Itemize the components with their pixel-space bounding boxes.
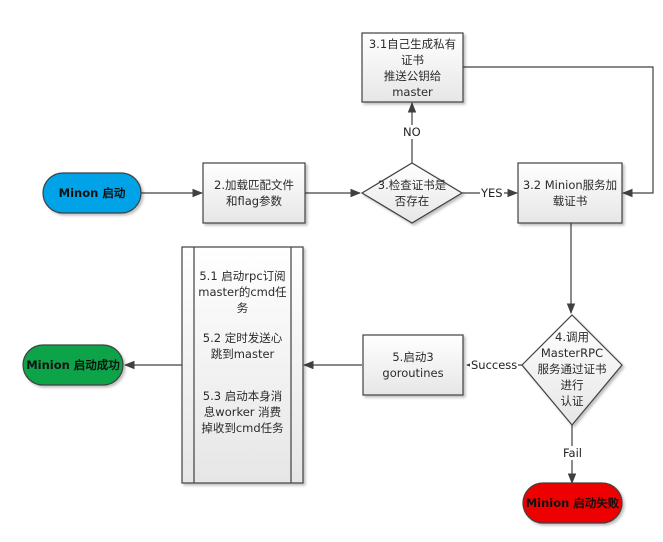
edge-label-no: NO bbox=[402, 125, 422, 139]
success-terminator-shape bbox=[22, 344, 124, 386]
edge-label-yes: YES bbox=[480, 186, 504, 200]
step3-decision-shape bbox=[360, 162, 464, 224]
start-terminator-shape bbox=[42, 172, 142, 214]
step31-process-shape bbox=[361, 32, 464, 103]
fail-terminator-shape bbox=[522, 482, 623, 524]
edge-label-fail: Fail bbox=[562, 446, 583, 460]
step32-process-shape bbox=[517, 162, 623, 224]
edge-label-success: Success bbox=[470, 358, 519, 372]
step4-decision-shape bbox=[521, 314, 623, 426]
step5-process-shape bbox=[362, 334, 464, 396]
edge-step31-to-step32 bbox=[463, 66, 654, 198]
edges bbox=[123, 66, 654, 485]
step2-process-shape bbox=[202, 162, 306, 224]
step5-detail-shape bbox=[181, 246, 304, 484]
